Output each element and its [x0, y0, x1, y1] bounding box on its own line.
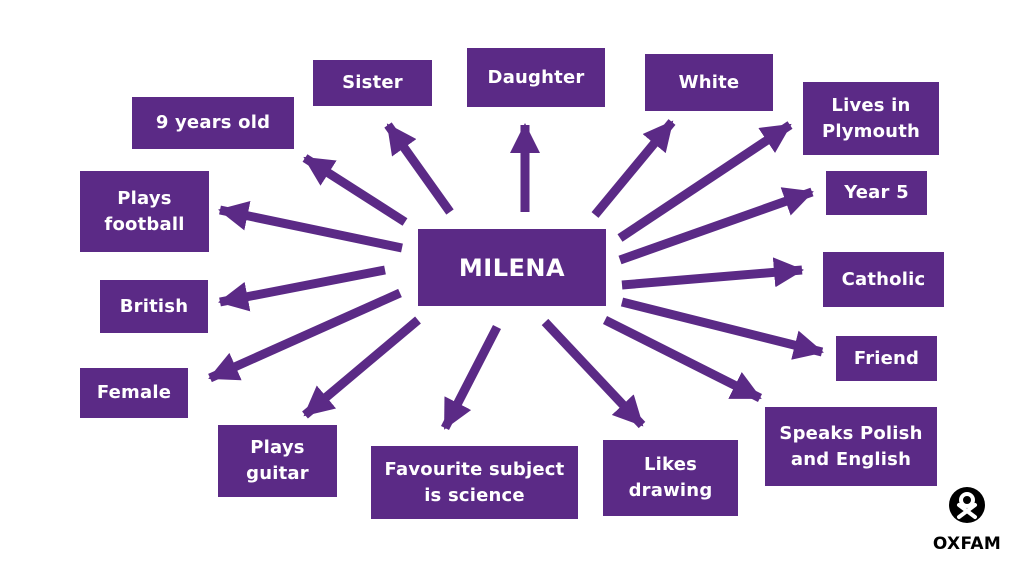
node-plays-guitar: Plays guitar [218, 425, 337, 497]
node-catholic: Catholic [823, 252, 944, 307]
oxfam-logo-text: OXFAM [932, 534, 1002, 554]
node-year-5: Year 5 [826, 171, 927, 215]
node-speaks-polish-and-english: Speaks Polish and English [765, 407, 937, 486]
node-lives-in-plymouth: Lives in Plymouth [803, 82, 939, 155]
node-female: Female [80, 368, 188, 418]
arrow-to-year-5 [618, 187, 814, 265]
arrow-to-lives-in-plymouth [617, 121, 793, 242]
arrow-to-likes-drawing [541, 318, 646, 429]
arrow-to-female [208, 288, 402, 383]
center-node: MILENA [418, 229, 606, 306]
node-white: White [645, 54, 773, 111]
node-likes-drawing: Likes drawing [603, 440, 738, 516]
arrow-to-catholic [621, 257, 804, 290]
node-daughter: Daughter [467, 48, 605, 107]
node-sister: Sister [313, 60, 432, 106]
arrow-to-british [218, 265, 386, 312]
oxfam-logo: OXFAM [930, 486, 1004, 554]
arrow-to-nine-years-old [302, 154, 408, 226]
arrow-to-friend [620, 297, 824, 360]
arrow-to-favourite-subject [440, 324, 502, 431]
node-nine-years-old: 9 years old [132, 97, 294, 149]
arrow-to-speaks-polish-and-english [602, 315, 763, 403]
node-plays-football: Plays football [80, 171, 209, 252]
arrow-to-plays-football [218, 201, 403, 253]
oxfam-logo-icon [949, 487, 985, 523]
node-favourite-subject: Favourite subject is science [371, 446, 578, 519]
arrow-to-plays-guitar [302, 316, 421, 419]
node-british: British [100, 280, 208, 333]
arrow-to-white [591, 119, 676, 218]
arrow-to-sister [384, 122, 454, 215]
node-friend: Friend [836, 336, 937, 381]
